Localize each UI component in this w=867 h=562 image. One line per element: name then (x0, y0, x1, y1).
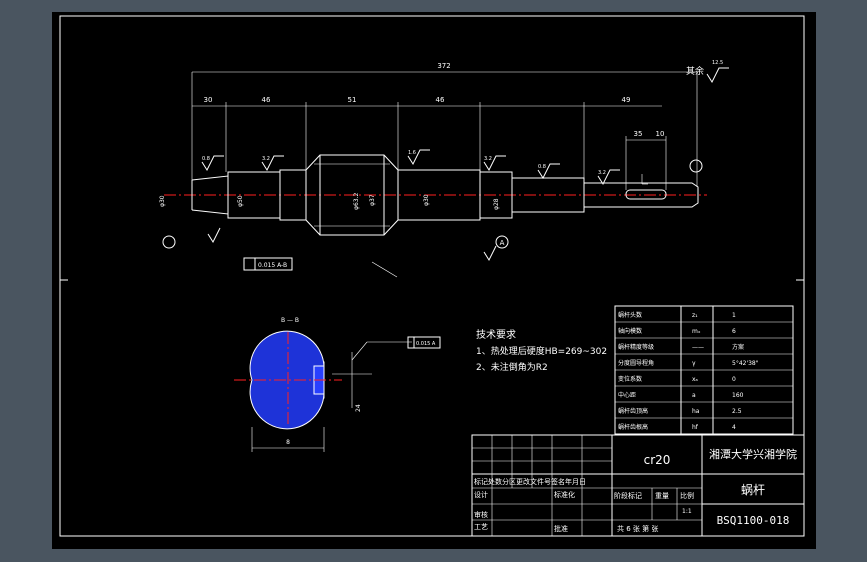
param-symbol: a (692, 392, 696, 399)
param-value: 1 (732, 312, 736, 319)
title-sheets: 共 6 张 第 张 (617, 524, 658, 533)
param-name: 蜗杆齿顶高 (618, 407, 648, 415)
rough-rest-label: 其余 (686, 65, 704, 77)
params-table-text: 蜗杆头数 z₁ 1 轴向模数 mₓ 6 蜗杆精度等级 —— 方案 分度圆导程角 … (618, 311, 759, 431)
param-value: 0 (732, 376, 736, 383)
section-label: B — B (281, 317, 299, 324)
title-material: cr20 (644, 453, 671, 467)
param-name: 蜗杆精度等级 (618, 343, 654, 351)
dia-right-end: φ28 (493, 198, 500, 210)
params-table-grid (614, 305, 794, 435)
roughness-symbols (201, 67, 729, 262)
param-name: 蜗杆头数 (618, 311, 642, 319)
param-value: 160 (732, 392, 744, 399)
title-drawing-no: BSQ1100-018 (717, 514, 790, 527)
rough-rest-value: 12.5 (712, 60, 723, 66)
section-view (234, 330, 412, 452)
dim-key-off: 10 (656, 130, 665, 138)
drawing-border (59, 15, 805, 537)
title-part-name: 蜗杆 (741, 482, 765, 497)
datum-circle-right (689, 159, 703, 173)
dia-mid: φ50 (237, 195, 244, 207)
title-approve: 批准 (554, 524, 568, 533)
param-symbol: mₓ (692, 328, 701, 335)
title-weight: 重量 (655, 492, 669, 500)
title-review: 审核 (474, 510, 488, 519)
dim-seg3: 51 (348, 96, 357, 104)
title-block-grid (471, 434, 805, 537)
title-row-marks: 标记处数分区更改文件号签名年月日 (474, 477, 586, 486)
param-name: 中心距 (618, 391, 636, 399)
title-design: 设计 (474, 490, 488, 499)
param-value: 方案 (732, 343, 744, 351)
title-process: 工艺 (474, 523, 488, 531)
dia-left: φ30 (159, 195, 166, 207)
tolerance-frame-section (407, 336, 441, 349)
param-symbol: γ (692, 360, 696, 367)
title-standard: 标准化 (554, 490, 575, 499)
param-name: 蜗杆齿根高 (618, 423, 648, 431)
param-name: 轴向模数 (618, 327, 642, 335)
drawing-svg: 372 30 46 51 46 49 35 10 φ30 φ50 φ63.2 φ… (59, 15, 805, 537)
param-value: 2.5 (732, 408, 742, 415)
dim-seg4: 46 (436, 96, 445, 104)
rough-r1: 0.8 (202, 156, 210, 162)
dia-right-mid: φ30 (423, 194, 430, 206)
datum-a-label: A (500, 239, 505, 247)
worm-shaft-outline (191, 154, 699, 236)
param-symbol: z₁ (692, 312, 698, 319)
tech-req-title: 技术要求 (476, 328, 516, 341)
dim-key-len: 35 (634, 130, 643, 138)
tolerance-main-text: 0.015 A-B (258, 262, 287, 269)
tech-req-item2: 2、未注倒角为R2 (476, 361, 548, 373)
datum-circle-a (495, 235, 509, 249)
param-name: 分度圆导程角 (618, 359, 654, 367)
tolerance-frame-main (243, 257, 293, 271)
param-name: 变位系数 (618, 375, 642, 383)
section-dim-width: 8 (286, 439, 290, 446)
title-scale: 比例 (680, 491, 694, 500)
param-symbol: —— (692, 344, 704, 351)
title-scale-value: 1:1 (682, 508, 692, 515)
drawing-sheet[interactable]: 372 30 46 51 46 49 35 10 φ30 φ50 φ63.2 φ… (52, 12, 816, 549)
rough-r2: 3.2 (262, 156, 270, 162)
dia-worm: φ63.2 (353, 193, 360, 211)
title-stage: 阶段标记 (614, 491, 642, 500)
rough-r4: 3.2 (484, 156, 492, 162)
param-value: 6 (732, 328, 736, 335)
dim-seg2: 46 (262, 96, 271, 104)
param-value: 4 (732, 424, 736, 431)
dim-seg1: 30 (204, 96, 213, 104)
param-value: 5°42'38" (732, 360, 759, 367)
section-dim-depth: 24 (355, 404, 362, 412)
dia-root: φ37 (369, 194, 376, 206)
param-symbol: xₐ (692, 376, 698, 383)
dimension-lines (191, 71, 698, 190)
title-school: 湘潭大学兴湘学院 (709, 447, 797, 461)
param-symbol: hf (692, 424, 699, 431)
rough-r3: 1.6 (408, 150, 416, 156)
rough-r5: 0.8 (538, 164, 546, 170)
dim-seg5: 49 (622, 96, 631, 104)
rough-r6: 3.2 (598, 170, 606, 176)
tolerance-section-text: 0.015 A (416, 341, 436, 347)
dim-overall: 372 (437, 62, 450, 70)
tech-req-item1: 1、热处理后硬度HB=269~302 (476, 345, 607, 357)
param-symbol: ha (692, 408, 700, 415)
datum-circle-left (162, 235, 176, 249)
